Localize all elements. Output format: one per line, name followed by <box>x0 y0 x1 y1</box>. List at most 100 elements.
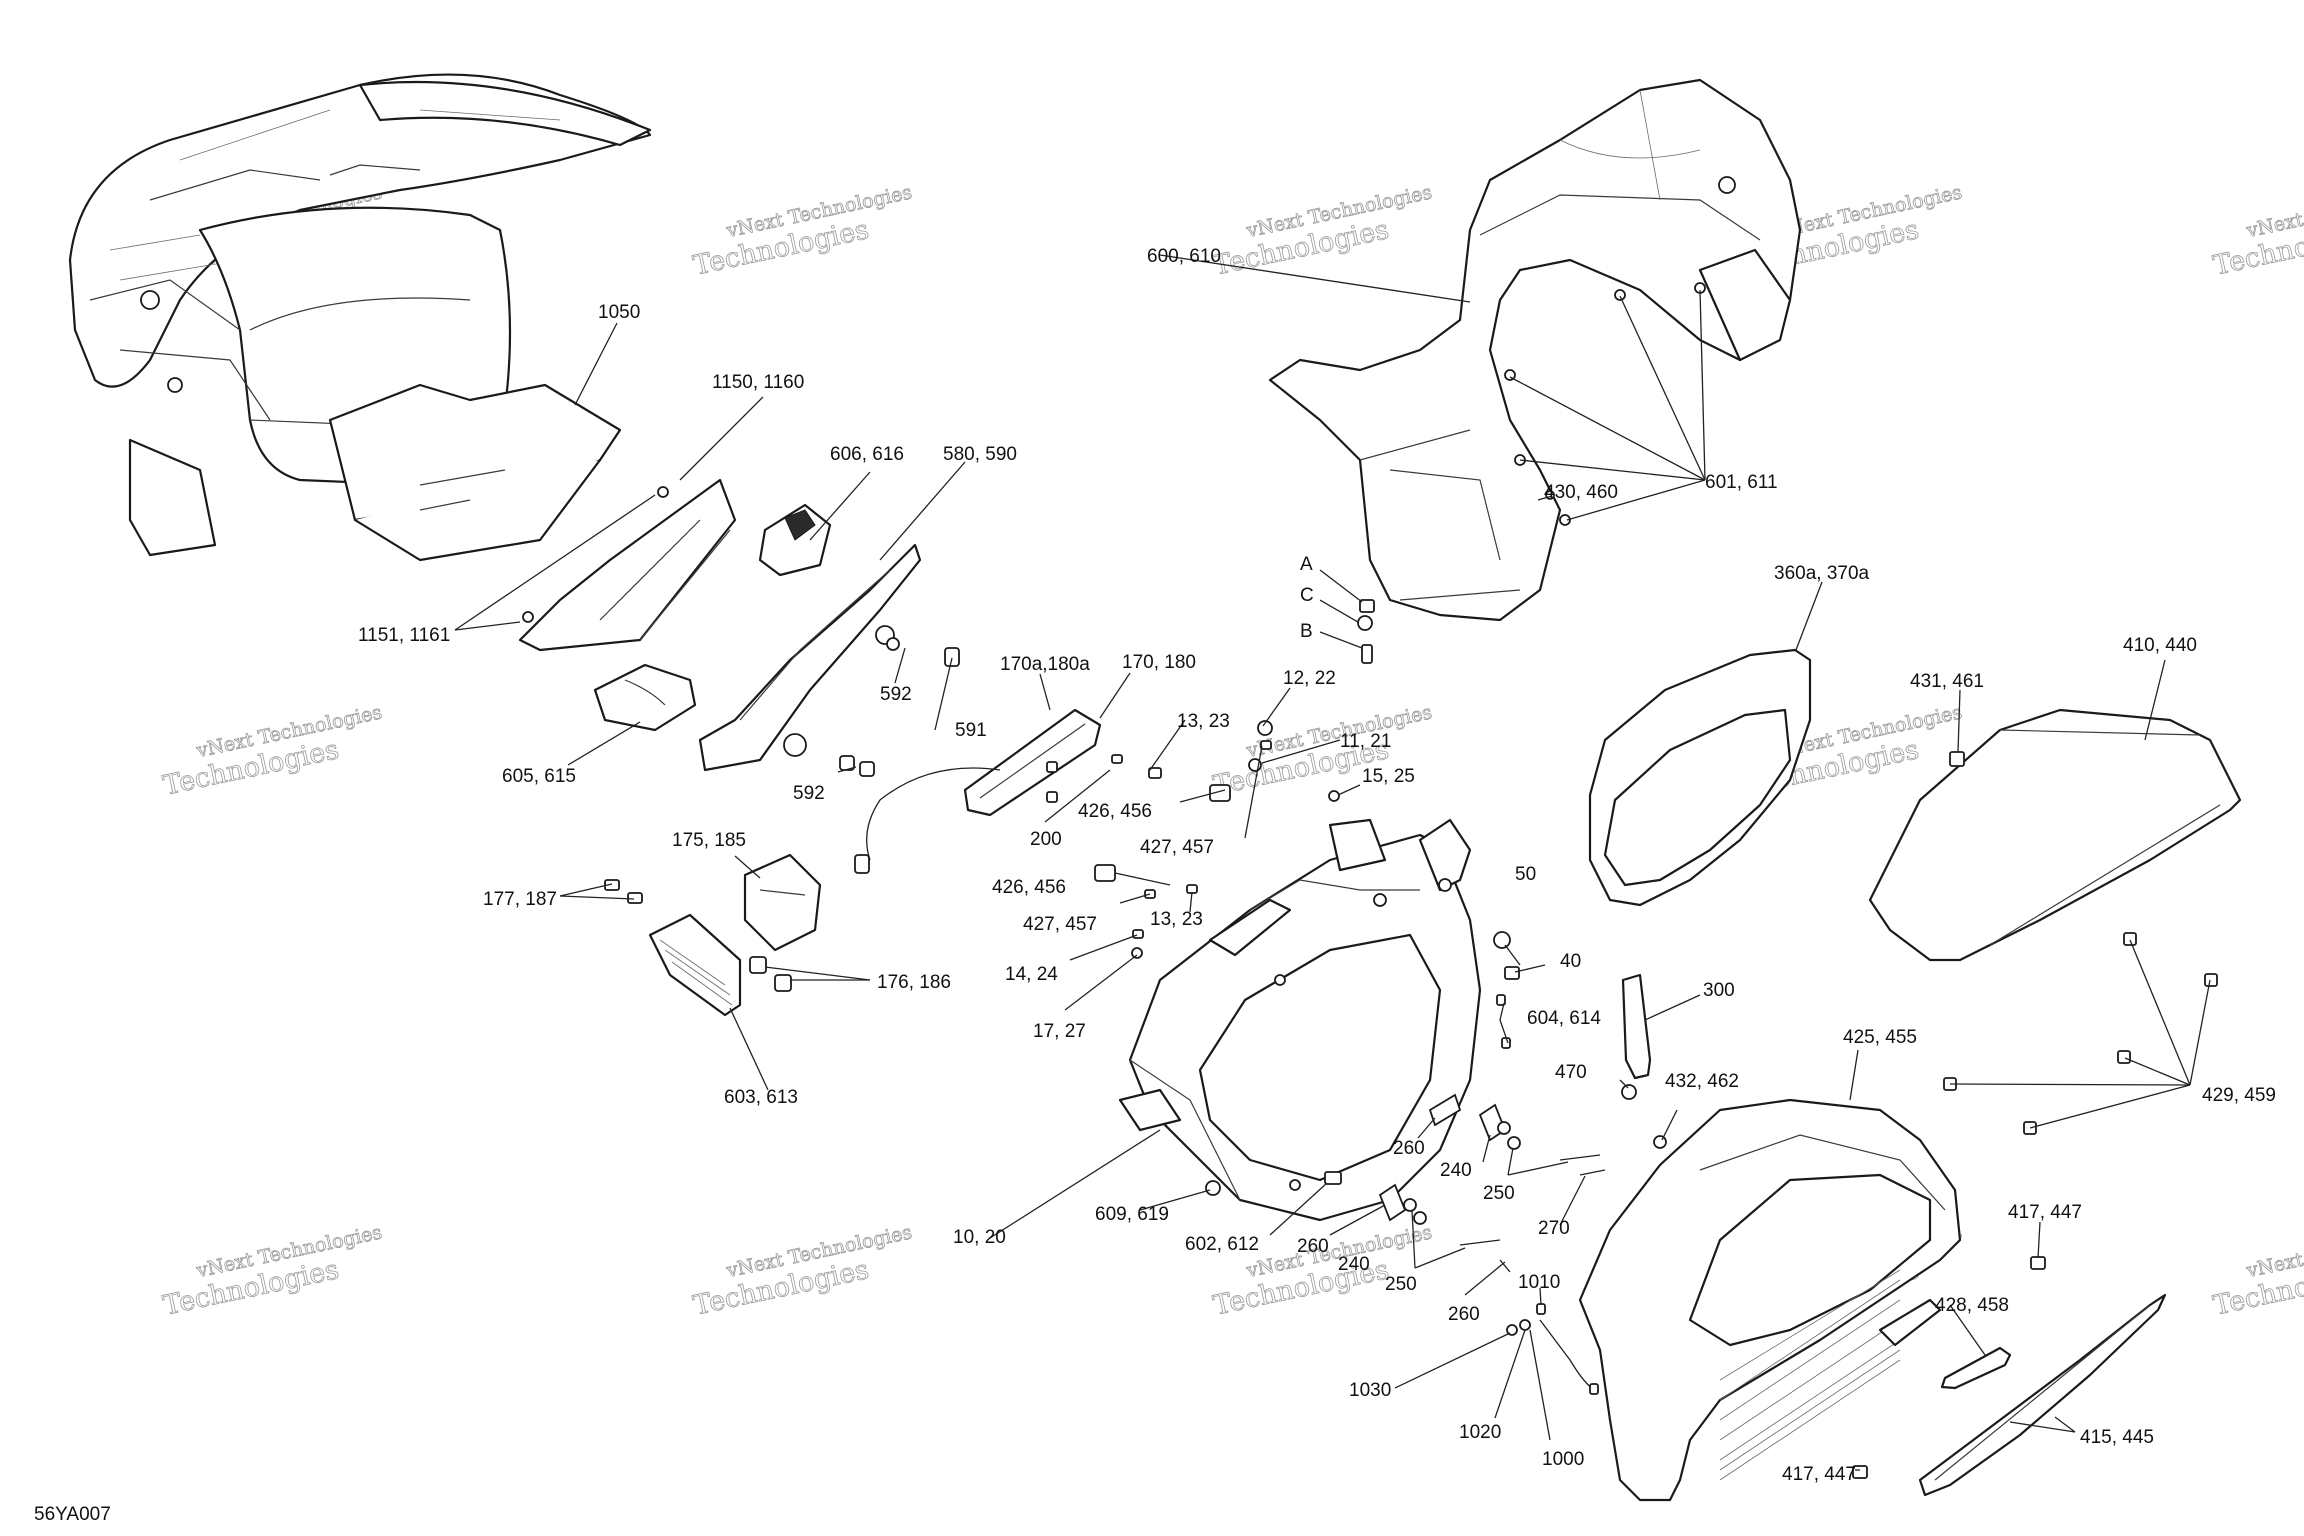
callout-label: 592 <box>880 684 912 705</box>
drawing-reference-code: 56YA007 <box>34 1504 111 1525</box>
callout-label: 426, 456 <box>1078 801 1152 822</box>
part-cover-605 <box>593 663 697 732</box>
part-seal-360a <box>1588 648 1812 907</box>
callout-label: 1010 <box>1518 1272 1560 1293</box>
watermark: vNext Technologies Technologies <box>2210 1221 2304 1322</box>
callout-labels: 1050 1150, 1160 1151, 1161 606, 616 580,… <box>358 246 2276 1485</box>
part-saddlebag-body <box>1118 818 1482 1222</box>
part-liner-mat <box>328 383 622 562</box>
watermark: vNext Technologies Technologies <box>2210 181 2304 282</box>
part-cable-1000 <box>1506 1303 1599 1395</box>
parts <box>68 73 2242 1502</box>
watermark: vNext Technologies Technologies <box>690 181 914 282</box>
callout-label: 13, 23 <box>1150 909 1203 930</box>
callout-label: 240 <box>1440 1160 1472 1181</box>
part-nut-470 <box>1621 1084 1637 1100</box>
callout-label: 580, 590 <box>943 444 1017 465</box>
part-bolt-b <box>1361 644 1373 664</box>
part-outer-bag-shell <box>1578 1098 1962 1502</box>
watermark: vNext Technologies Technologies <box>160 1221 384 1322</box>
callout-label: 430, 460 <box>1544 482 1618 503</box>
callout-label: A <box>1300 554 1313 575</box>
callout-label: 50 <box>1515 864 1536 885</box>
callout-label: 415, 445 <box>2080 1427 2154 1448</box>
callout-label: 12, 22 <box>1283 668 1336 689</box>
callout-label: 176, 186 <box>877 972 951 993</box>
leader-lines <box>454 254 2211 1471</box>
part-bolt-591 <box>944 647 960 667</box>
callout-label: 1150, 1160 <box>712 372 804 393</box>
callout-label: 606, 616 <box>830 444 904 465</box>
callout-label: 609, 619 <box>1095 1204 1169 1225</box>
callout-label: 1151, 1161 <box>358 625 450 646</box>
callout-label: 605, 615 <box>502 766 576 787</box>
part-hardware-middle <box>1046 720 1520 1049</box>
callout-label: 260 <box>1393 1138 1425 1159</box>
watermark: vNext Technologies Technologies <box>160 701 384 802</box>
callout-label: 427, 457 <box>1140 837 1214 858</box>
callout-label: 250 <box>1483 1183 1515 1204</box>
callout-label: 170a,180a <box>1000 654 1090 675</box>
callout-label: 170, 180 <box>1122 652 1196 673</box>
part-screws-601 <box>1504 282 1706 526</box>
callout-label: 426, 456 <box>992 877 1066 898</box>
callout-label: 410, 440 <box>2123 635 2197 656</box>
part-screw-432 <box>1653 1135 1667 1149</box>
callout-label: 11, 21 <box>1340 731 1391 752</box>
watermark: vNext Technologies Technologies <box>690 1221 914 1322</box>
part-reflector-603 <box>648 913 742 1017</box>
part-hinges <box>1205 1093 1606 1273</box>
callout-label: 1030 <box>1349 1380 1391 1401</box>
callout-label: 10, 20 <box>953 1227 1006 1248</box>
callout-label: 300 <box>1703 980 1735 1001</box>
callout-label: 1020 <box>1459 1422 1501 1443</box>
part-bolt-591b <box>859 761 875 777</box>
callout-label: 431, 461 <box>1910 671 1984 692</box>
callout-label: 470 <box>1555 1062 1587 1083</box>
callout-label: 260 <box>1448 1304 1480 1325</box>
part-clip-431 <box>1949 751 1965 767</box>
callout-label: 429, 459 <box>2202 1085 2276 1106</box>
callout-label: C <box>1300 585 1314 606</box>
part-nut-a <box>1359 599 1375 613</box>
callout-label: 602, 612 <box>1185 1234 1259 1255</box>
part-reflector-428 <box>1940 1346 2012 1390</box>
callout-label: 13, 23 <box>1177 711 1230 732</box>
callout-label: 200 <box>1030 829 1062 850</box>
part-washer-592 <box>886 637 900 651</box>
part-clip-417a <box>2030 1256 2046 1270</box>
part-clips-429 <box>1943 932 2218 1135</box>
part-strut-arm <box>698 543 922 772</box>
part-panel-1150 <box>518 478 737 652</box>
callout-label: 417, 447 <box>2008 1202 2082 1223</box>
part-lid-panel-410 <box>1868 708 2242 962</box>
part-trim-strip-415 <box>1918 1293 2167 1497</box>
callout-label: 360a, 370a <box>1774 563 1870 584</box>
callout-label: 250 <box>1385 1274 1417 1295</box>
part-lid-shell-600 <box>1268 78 1802 622</box>
callout-label: 425, 455 <box>1843 1027 1917 1048</box>
callout-label: 428, 458 <box>1935 1295 2009 1316</box>
part-washer-c <box>1357 615 1373 631</box>
callout-label: 17, 27 <box>1033 1021 1086 1042</box>
part-bracket-175 <box>604 853 822 992</box>
callout-label: 591 <box>955 720 987 741</box>
callout-label: 427, 457 <box>1023 914 1097 935</box>
part-clip-417b <box>1852 1465 1868 1479</box>
callout-label: 270 <box>1538 1218 1570 1239</box>
callout-label: 601, 611 <box>1705 472 1778 493</box>
part-latch-170a <box>854 708 1102 874</box>
callout-label: 592 <box>793 783 825 804</box>
callout-label: 14, 24 <box>1005 964 1058 985</box>
callout-label: 1050 <box>598 302 640 323</box>
callout-label: 175, 185 <box>672 830 746 851</box>
part-strap-300 <box>1621 973 1652 1080</box>
callout-label: 260 <box>1297 1236 1329 1257</box>
callout-label: B <box>1300 621 1313 642</box>
callout-label: 603, 613 <box>724 1087 798 1108</box>
callout-label: 1000 <box>1542 1449 1584 1470</box>
callout-label: 604, 614 <box>1527 1008 1601 1029</box>
callout-label: 417, 447 <box>1782 1464 1856 1485</box>
